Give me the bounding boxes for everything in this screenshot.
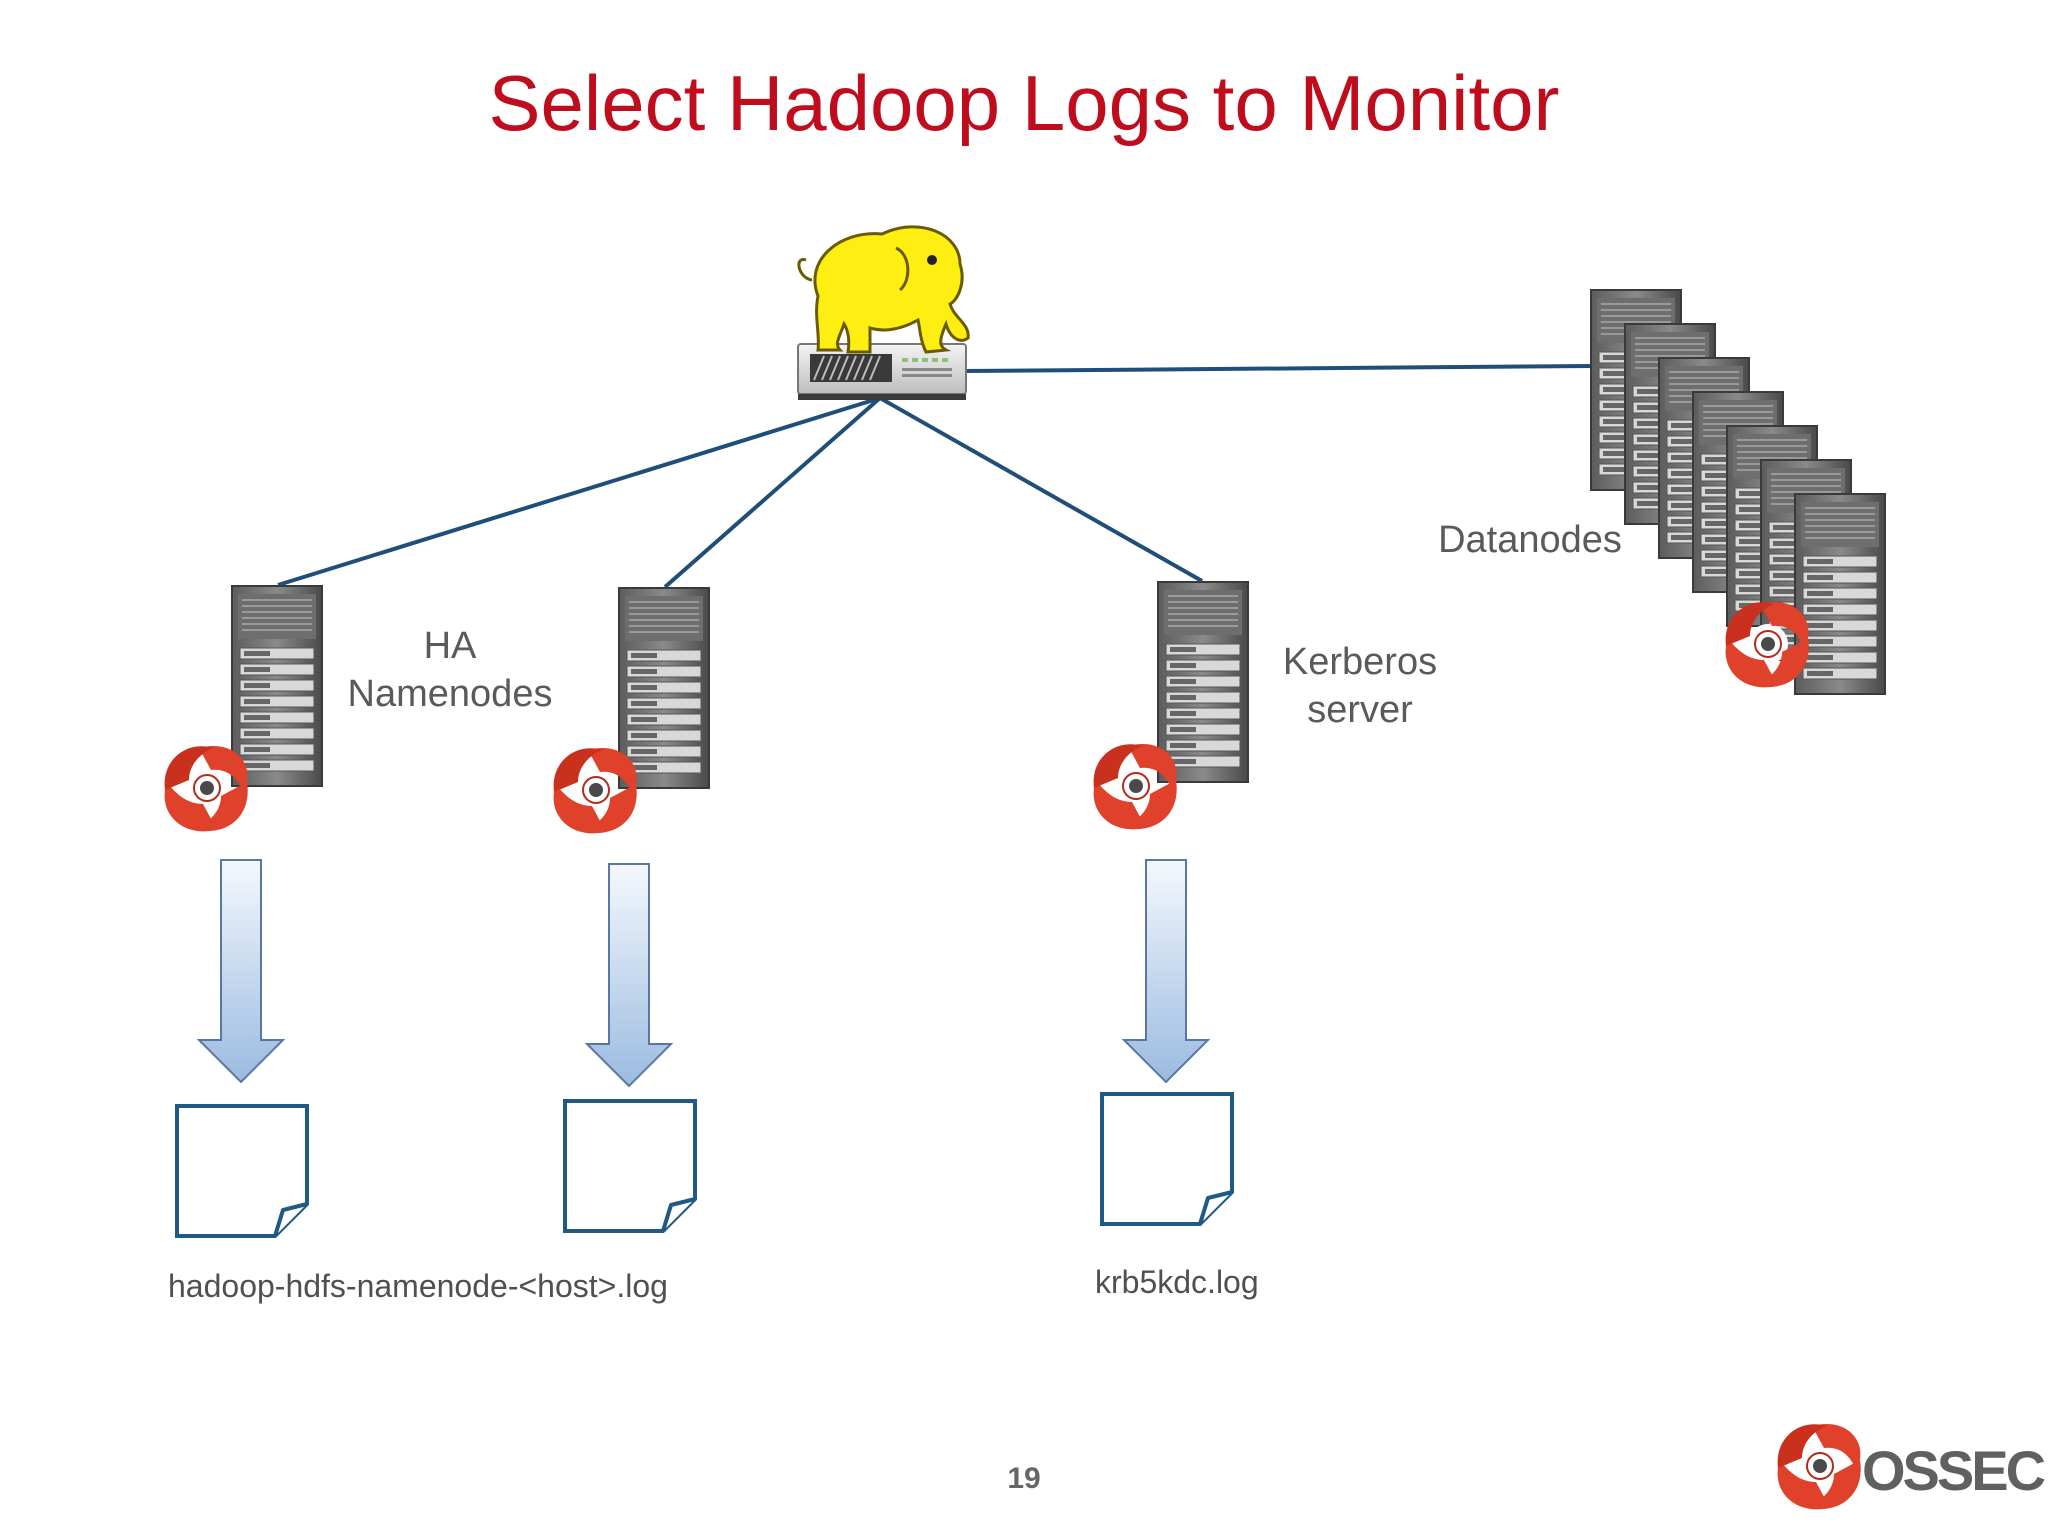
link-namenode-1: [277, 396, 881, 587]
kerberos-line-1: Kerberos: [1282, 641, 1438, 683]
down-arrow-icon: [586, 863, 672, 1087]
link-kerberos: [879, 396, 1203, 583]
down-arrow-icon: [198, 859, 284, 1083]
namenode-server-1: [231, 585, 323, 787]
page-number: 19: [1007, 1462, 1041, 1495]
kerberos-server: [1157, 581, 1249, 783]
ha-namenodes-line-1: HA: [423, 625, 477, 667]
ossec-agent-icon: [1092, 743, 1178, 831]
connector-lines: [277, 364, 1593, 589]
link-datanodes: [964, 364, 1593, 373]
link-namenode-2: [663, 396, 882, 589]
kerberos-log-filename: krb5kdc.log: [1095, 1264, 1259, 1300]
ha-namenodes-label: HA Namenodes: [330, 622, 570, 718]
down-arrow-icon: [1123, 859, 1209, 1083]
kerberos-line-2: server: [1307, 689, 1413, 731]
namenode-log-filename: hadoop-hdfs-namenode-<host>.log: [168, 1268, 668, 1304]
namenode-server-2: [618, 587, 710, 789]
document-icon: [175, 1104, 309, 1238]
document-icon: [1100, 1092, 1234, 1226]
ossec-agent-icon: [163, 745, 249, 833]
ossec-logo-text: OSSEC: [1862, 1439, 2046, 1502]
ossec-agent-icon: [552, 747, 638, 835]
ha-namenodes-line-2: Namenodes: [347, 673, 553, 715]
kerberos-label: Kerberos server: [1240, 638, 1480, 734]
switch-icon: [797, 343, 967, 400]
hadoop-elephant-icon: [797, 225, 970, 354]
document-icon: [563, 1099, 697, 1233]
slide-title: Select Hadoop Logs to Monitor: [488, 59, 1560, 147]
datanodes-label: Datanodes: [1438, 519, 1622, 561]
ossec-agent-icon: [1724, 601, 1810, 689]
